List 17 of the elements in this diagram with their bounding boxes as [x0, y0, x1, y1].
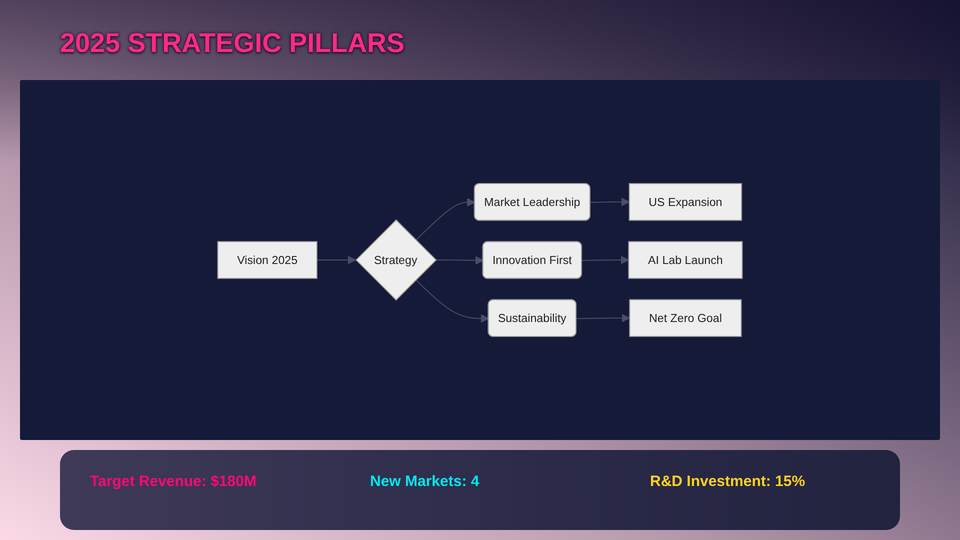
arrow: [415, 279, 490, 323]
metric-text: Target Revenue: $180M: [90, 473, 256, 490]
arrow: [576, 314, 630, 322]
metric-text: New Markets: 4: [370, 473, 480, 490]
arrow: [582, 256, 630, 264]
node-box: [217, 241, 318, 279]
node-diamond: [355, 219, 437, 301]
node-box: [629, 299, 742, 337]
arrow: [316, 256, 356, 264]
metric-text: R&D Investment: 15%: [650, 473, 806, 490]
arrow: [415, 198, 476, 241]
title: 2025 STRATEGIC PILLARS: [60, 28, 405, 59]
arrow: [590, 198, 630, 206]
node-box: [628, 183, 742, 221]
arrow: [435, 256, 484, 265]
diagram-panel: Vision 2025 Strategy Market Leadership Innovation First Sustainability US Expansion AI Lab Launch Net Zero Goal: [20, 80, 940, 440]
node-box: [628, 241, 743, 279]
